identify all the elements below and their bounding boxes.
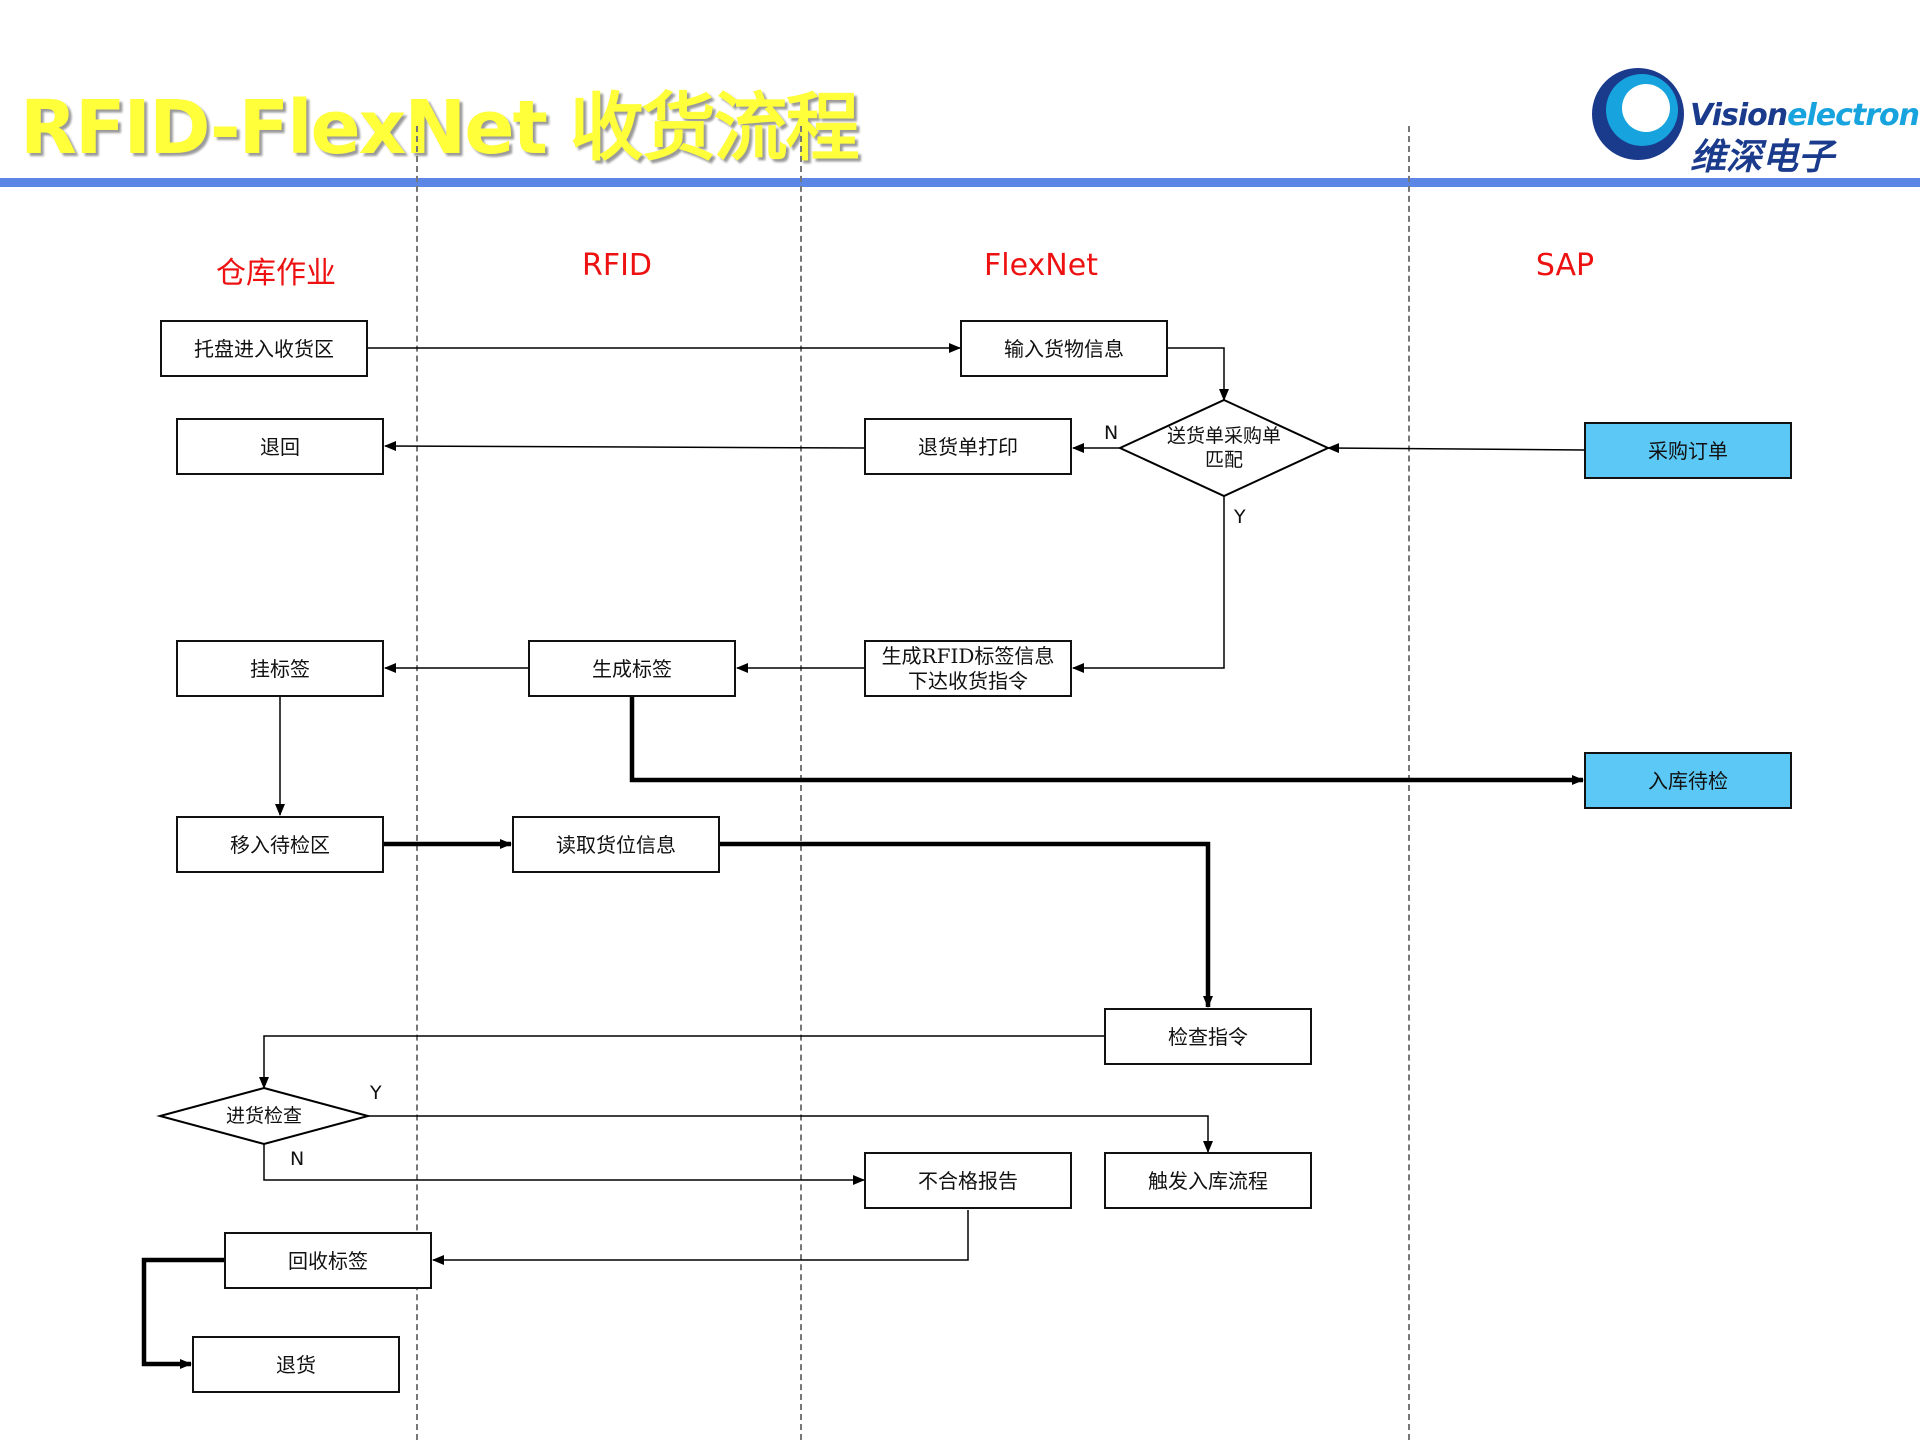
label-inspect-yes: Y <box>370 1082 382 1104</box>
box-gen-tag: 生成标签 <box>528 640 736 697</box>
arrow-report-to-recycle <box>432 1210 969 1265</box>
box-to-inspect: 入库待检 <box>1584 752 1792 809</box>
box-pallet-enter: 托盘进入收货区 <box>160 320 368 377</box>
decision-match-label: 送货单采购单 匹配 <box>1140 420 1308 476</box>
decision-inspect-label: 进货检查 <box>225 1105 302 1127</box>
box-recycle-tag: 回收标签 <box>224 1232 432 1289</box>
logo-brand-part2: electron <box>1787 98 1920 133</box>
header-rule <box>0 178 1920 187</box>
decision-match-line2: 匹配 <box>1204 449 1243 471</box>
arrow-input-to-match <box>1168 347 1229 401</box>
box-gen-rfid-line1: 生成RFID标签信息 <box>881 643 1055 668</box>
lane-title-sap: SAP <box>1535 248 1595 283</box>
label-match-yes: Y <box>1234 506 1246 528</box>
lane-divider-3 <box>1408 126 1410 1440</box>
logo-brand-cn: 维深电子 <box>1690 137 1835 178</box>
arrow-read-to-check <box>720 841 1213 1008</box>
lane-title-flexnet: FlexNet <box>984 248 1098 283</box>
lane-title-rfid: RFID <box>581 248 653 283</box>
arrow-check-to-inspect <box>259 1035 1104 1089</box>
box-trigger-in: 触发入库流程 <box>1104 1152 1312 1209</box>
label-inspect-no: N <box>290 1148 305 1170</box>
box-return-goods: 退货 <box>192 1336 400 1393</box>
arrow-match-to-genrfid <box>1072 496 1225 673</box>
box-gen-rfid-line2: 下达收货指令 <box>908 668 1028 693</box>
box-purchase-order: 采购订单 <box>1584 422 1792 479</box>
arrow-inspect-yes <box>368 1115 1213 1153</box>
company-logo: Visionelectron 维深电子 <box>1580 52 1920 178</box>
arrow-po-to-match <box>1327 443 1585 454</box>
page-title: RFID-FlexNet 收货流程 <box>20 85 860 171</box>
box-move-area: 移入待检区 <box>176 816 384 873</box>
box-return-print: 退货单打印 <box>864 418 1072 475</box>
decision-match-shape <box>1117 398 1331 498</box>
box-gen-rfid: 生成RFID标签信息 下达收货指令 <box>864 640 1072 697</box>
arrow-print-to-return <box>384 441 865 452</box>
decision-inspect-shape <box>156 1086 372 1146</box>
box-return-back: 退回 <box>176 418 384 475</box>
box-check-cmd: 检查指令 <box>1104 1008 1312 1065</box>
box-hang-tag: 挂标签 <box>176 640 384 697</box>
arrow-inspect-no <box>263 1144 865 1185</box>
lane-title-warehouse: 仓库作业 <box>216 256 336 291</box>
box-input-info: 输入货物信息 <box>960 320 1168 377</box>
logo-brand-part1: Vision <box>1690 98 1788 133</box>
lane-divider-2 <box>800 126 802 1440</box>
arrow-recycle-to-returngoods <box>141 1257 224 1369</box>
decision-match-line1: 送货单采购单 <box>1166 425 1281 447</box>
logo-brand-text: Visionelectron <box>1690 98 1920 133</box>
logo-ring-icon <box>1592 68 1684 160</box>
label-match-no: N <box>1104 422 1119 444</box>
box-fail-report: 不合格报告 <box>864 1152 1072 1209</box>
lane-divider-1 <box>416 126 418 1440</box>
box-read-loc: 读取货位信息 <box>512 816 720 873</box>
arrow-gentag-to-sap <box>629 697 1584 785</box>
